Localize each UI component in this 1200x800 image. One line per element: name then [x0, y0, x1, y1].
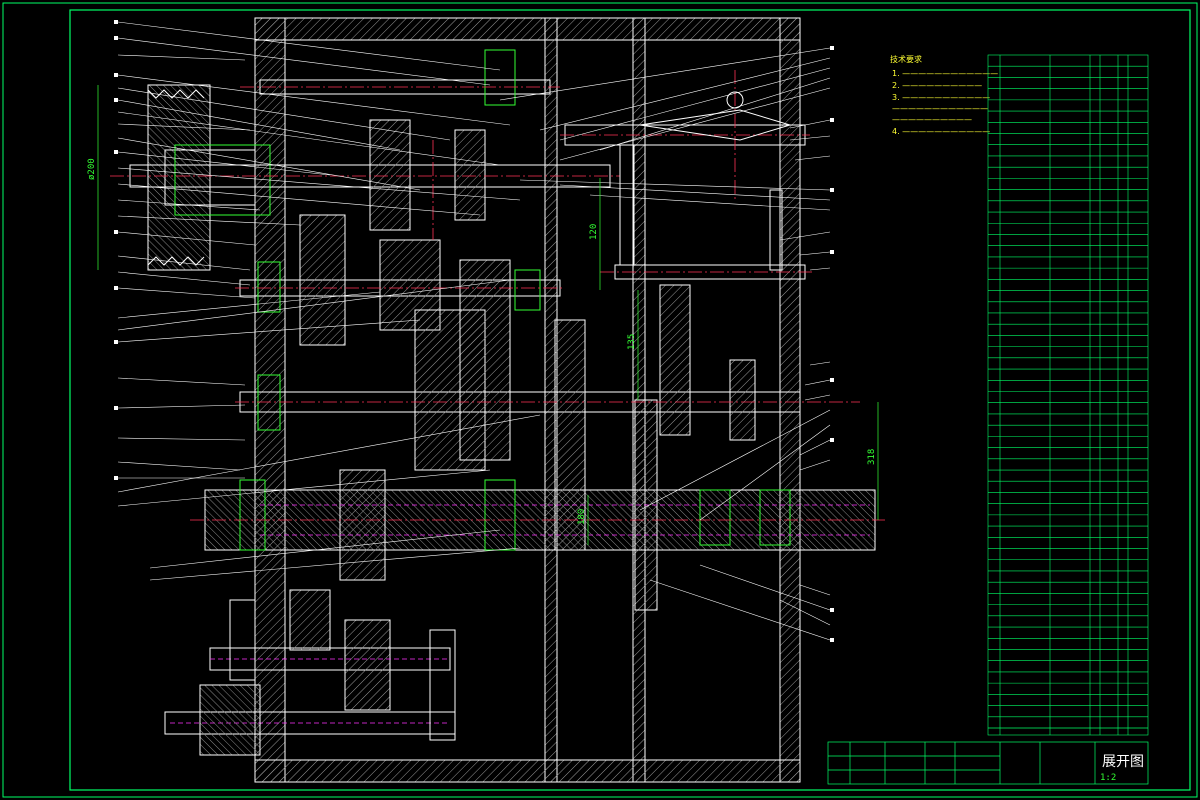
parts-list-table [987, 54, 1149, 736]
title-block-scale: 1:2 [1100, 773, 1116, 783]
title-block [827, 727, 1149, 785]
dim-318: 318 [867, 449, 877, 465]
dimension-texts: ø200 120 135 318 180 [87, 158, 877, 525]
note-line-6: 4. ——————————— [892, 127, 990, 136]
note-line-4: ———————————— [892, 104, 988, 113]
hidden-lines [170, 504, 870, 724]
notes-header: 技术要求 [890, 54, 922, 64]
leader-lines-left [117, 21, 541, 581]
leader-tags [114, 20, 834, 642]
v-belt-pulley [147, 84, 256, 271]
technical-notes: 技术要求 1. ———————————— 2. —————————— 3. ——… [890, 54, 998, 136]
title-block-name: 展开图 [1102, 754, 1144, 770]
dimension-lines [97, 85, 879, 545]
dim-135: 135 [627, 334, 637, 350]
note-line-5: —————————— [892, 115, 972, 124]
note-line-2: 2. —————————— [892, 81, 982, 90]
dim-120: 120 [589, 224, 599, 240]
aux-shaft-assembly [199, 599, 456, 756]
centerlines [110, 70, 885, 521]
shift-fork [619, 91, 792, 271]
note-line-1: 1. ———————————— [892, 69, 998, 78]
note-line-3: 3. ——————————— [892, 93, 990, 102]
dim-overall-height: ø200 [87, 158, 97, 180]
gearbox-housing [254, 17, 801, 783]
dim-180: 180 [577, 509, 587, 525]
gears [289, 119, 756, 711]
leader-lines-right [499, 47, 831, 641]
